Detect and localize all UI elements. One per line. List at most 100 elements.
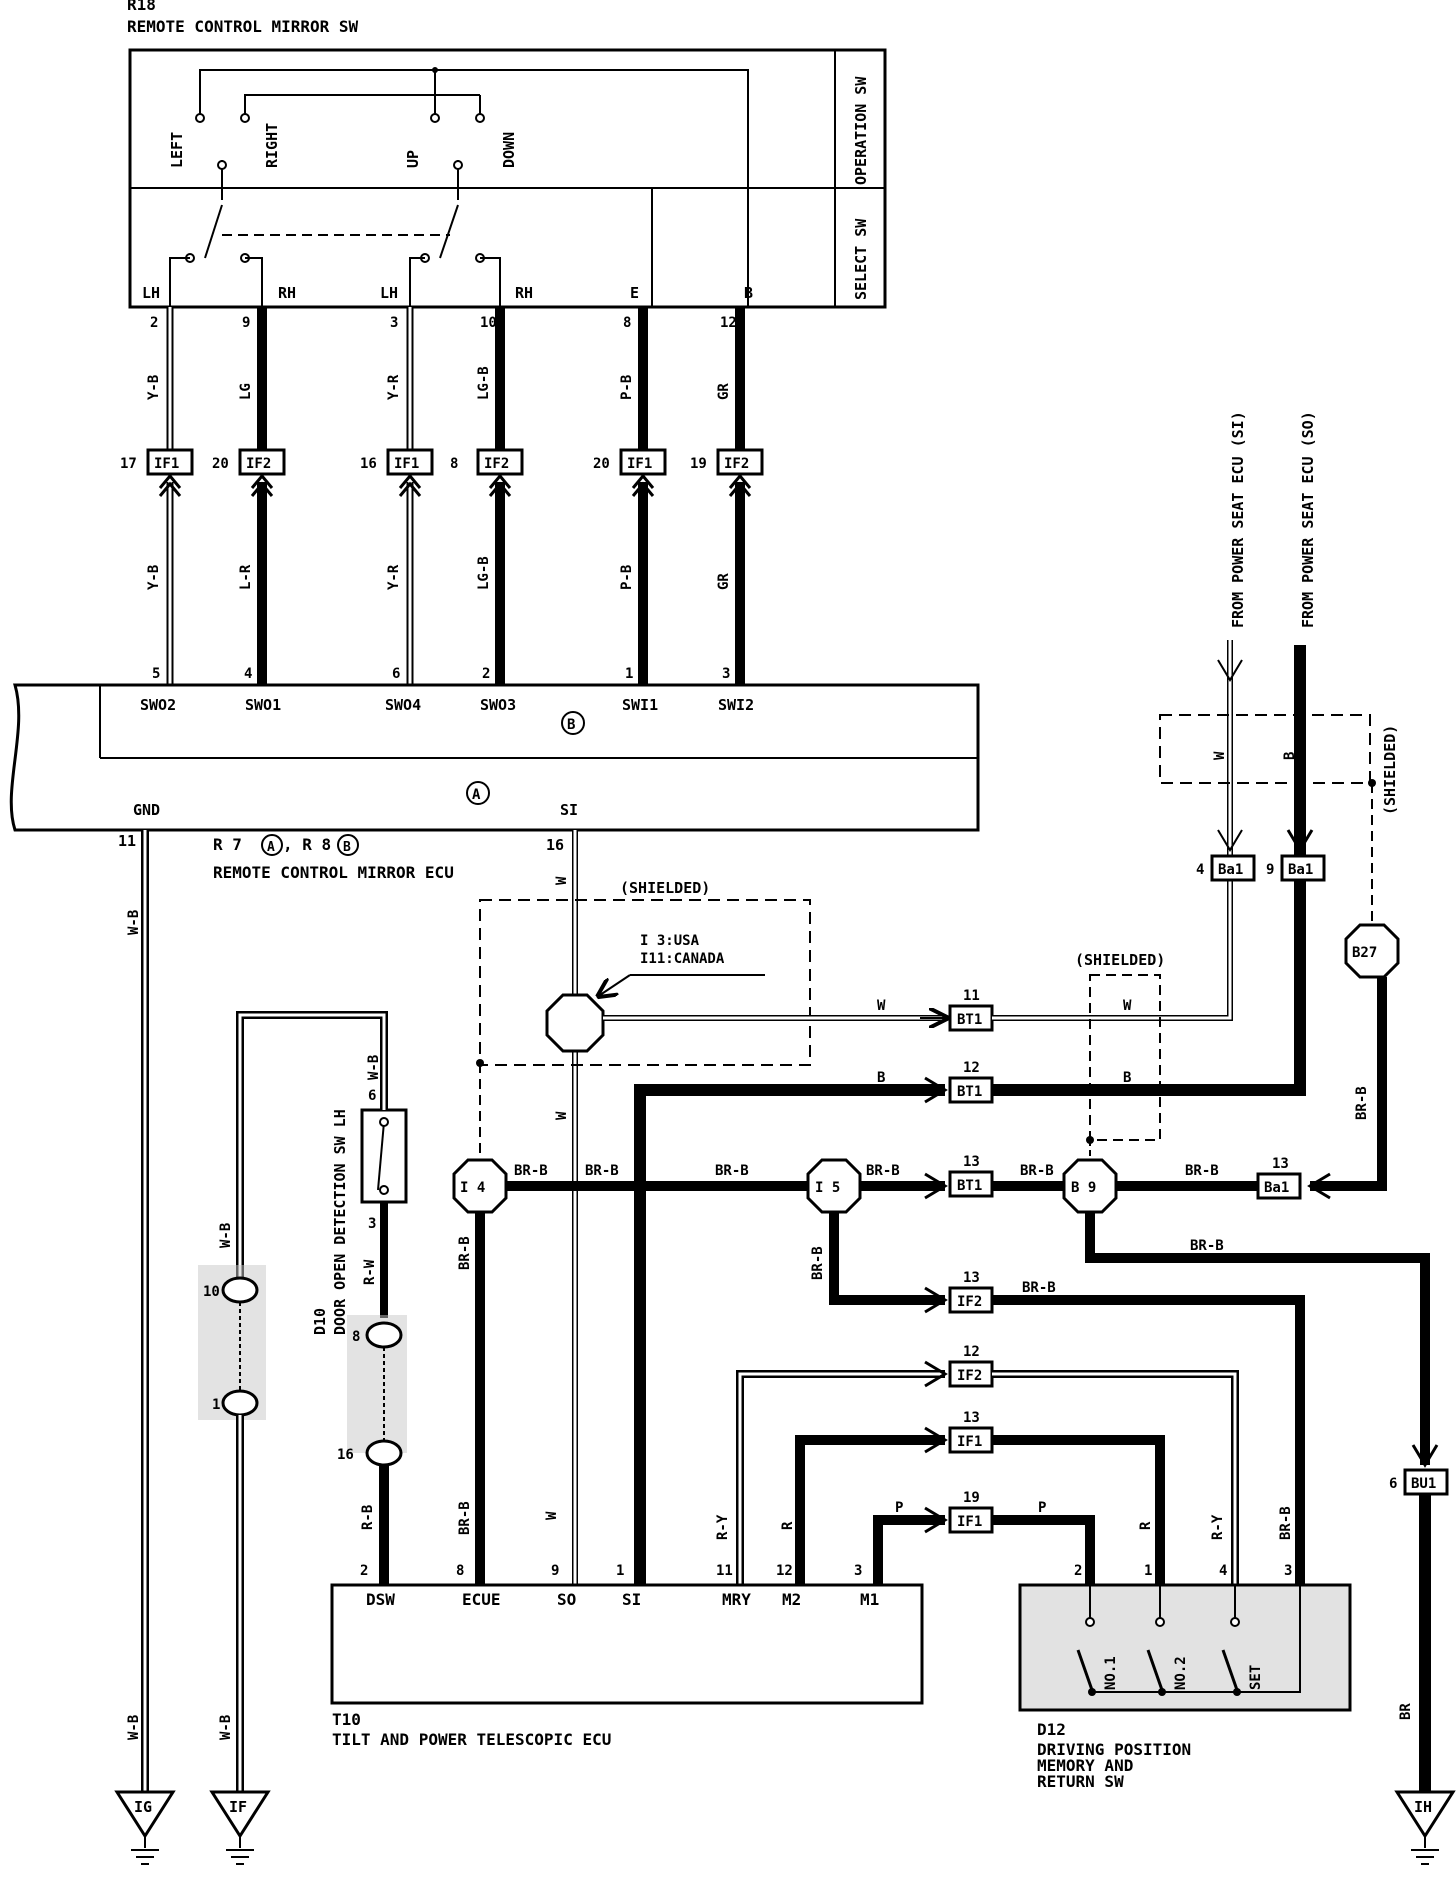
mirror-lower-pin: 3: [722, 666, 730, 682]
brb-label-ecue: BR-B: [457, 1501, 473, 1535]
ba1-9-label: Ba1: [1288, 862, 1313, 878]
ecu-code-b: B: [343, 840, 351, 855]
gnd-wire-color-bottom: W-B: [126, 1715, 142, 1740]
bt1-12: BT1 12: [948, 1060, 994, 1104]
op-pivot-lr: [217, 160, 227, 170]
t10-pin-num: 12: [776, 1563, 793, 1579]
d12-switch-label: NO.2: [1173, 1656, 1189, 1690]
t10-pin-label: SO: [557, 1590, 576, 1609]
conn-a-letter: A: [472, 787, 481, 803]
ry-label-2: R-Y: [1210, 1514, 1226, 1540]
mirror-arrow: [631, 473, 655, 489]
bu1-pin: 6: [1389, 1476, 1397, 1492]
t10-pin-label: M2: [782, 1590, 801, 1609]
junction-i3-i11: [545, 993, 605, 1053]
if1-19-pin: 19: [963, 1490, 980, 1506]
from-so-label: FROM POWER SEAT ECU (SO): [1299, 411, 1317, 628]
brb-label-5: BR-B: [1020, 1163, 1054, 1179]
shielded-box-1: [479, 899, 811, 1066]
bu1-label: BU1: [1411, 1476, 1436, 1492]
si-in-arrow: [1217, 659, 1243, 682]
brb-if2-d12: [992, 1295, 1305, 1585]
d10-name: DOOR OPEN DETECTION SW LH: [331, 1109, 349, 1335]
mirror-upper-pin: 9: [242, 315, 250, 331]
d12-pin-num: 4: [1219, 1563, 1227, 1579]
mirror-arrow: [398, 473, 422, 489]
junction-i4-label: I 4: [460, 1180, 485, 1196]
si-in-arrow-2: [1217, 829, 1243, 852]
r-label-1: R: [780, 1521, 796, 1530]
bt1-12-label: BT1: [957, 1084, 982, 1100]
if2-13-label: IF2: [957, 1294, 982, 1310]
t10-pin-num: 8: [456, 1563, 464, 1579]
ba1-13-pin: 13: [1272, 1156, 1289, 1172]
ry-mry-inner: [738, 1372, 945, 1585]
d12-common-return: [1237, 1585, 1301, 1693]
t10-pin-num: 2: [360, 1563, 368, 1579]
op-contact-down: [475, 113, 485, 123]
mirror-lower-pin: 5: [152, 666, 160, 682]
mirror-connector-pin: 16: [360, 456, 377, 472]
mirror-arrow: [250, 473, 274, 489]
ecu-code-a: A: [267, 840, 275, 855]
sel-blade-2: [439, 204, 459, 259]
shield-note-canada: I11:CANADA: [640, 951, 725, 967]
ground-triangle: [209, 1790, 271, 1839]
junction-i4: [452, 1158, 508, 1214]
pin-swo2: SWO2: [140, 696, 176, 714]
mirror-lower-pin: 6: [392, 666, 400, 682]
d12-name-3: RETURN SW: [1037, 1772, 1124, 1791]
ground-label: IF: [229, 1798, 247, 1816]
mirror-arrow: [728, 473, 752, 489]
so-in-arrow: [1286, 829, 1314, 853]
ecu-code-b-circle: [337, 834, 359, 856]
mirror-upper-color: Y-R: [386, 374, 402, 400]
mirror-arrow: [631, 481, 655, 497]
p-label-2: P: [1038, 1500, 1046, 1516]
ground-label: IG: [134, 1798, 152, 1816]
wb-label-if: W-B: [218, 1223, 234, 1248]
conn-ii-8-pin: 8: [352, 1329, 360, 1345]
bt1-13: BT1 13: [948, 1154, 994, 1198]
r-label-2: R: [1138, 1521, 1154, 1530]
mirror-lower-color: GR: [716, 573, 732, 590]
ry-d12-inner: [992, 1372, 1237, 1585]
if2-12-label: IF2: [957, 1368, 982, 1384]
d12-switch-label: NO.1: [1103, 1656, 1119, 1690]
mirror-lower-color: Y-B: [146, 565, 162, 590]
sel-wire-1: [169, 257, 190, 307]
d12-code: D12: [1037, 1720, 1066, 1739]
mirror-connector-label: IF2: [246, 456, 271, 472]
op-junction: [432, 67, 438, 73]
pin-swi2: SWI2: [718, 696, 754, 714]
if1-13-label: IF1: [957, 1434, 982, 1450]
sel-wire-3: [409, 257, 425, 307]
sel-label-rh2: RH: [515, 284, 533, 302]
mirror-arrow: [488, 481, 512, 497]
bt1-13-label: BT1: [957, 1178, 982, 1194]
brb-b27-ba1: [1310, 977, 1387, 1191]
term-label-b: B: [744, 284, 753, 302]
d12-pin-num: 1: [1144, 1563, 1152, 1579]
t10-pin-label: M1: [860, 1590, 879, 1609]
connector-arrows: [924, 1076, 1439, 1534]
d12-name-2: MEMORY AND: [1037, 1756, 1133, 1775]
ba1-9-pin: 9: [1266, 862, 1274, 878]
b-color-label: B: [877, 1070, 885, 1086]
mirror-connector-label: IF1: [154, 456, 179, 472]
mirror-connector-pin: 20: [593, 456, 610, 472]
brb-label-6: BR-B: [1185, 1163, 1219, 1179]
mirror-lower-pin: 2: [482, 666, 490, 682]
brb-label-vert: BR-B: [457, 1236, 473, 1270]
shielded-label-1: (SHIELDED): [620, 879, 710, 897]
mirror-lower-color: P-B: [619, 565, 635, 590]
d12-switch-blade: [1076, 1649, 1094, 1691]
mirror-lower-color: LG-B: [476, 556, 492, 590]
sel-wire-2: [245, 257, 263, 307]
ba1-13-label: Ba1: [1264, 1180, 1289, 1196]
brb-b9-bu1: [1085, 1212, 1430, 1465]
bu1-6: BU1 6: [1389, 1468, 1449, 1496]
from-si-label: FROM POWER SEAT ECU (SI): [1229, 411, 1247, 628]
